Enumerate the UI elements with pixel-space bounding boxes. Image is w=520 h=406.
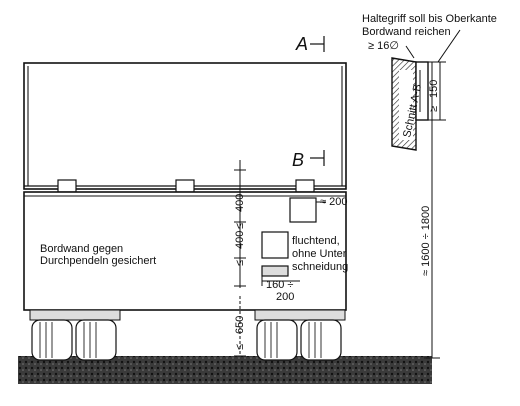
drop-side-wall	[23, 62, 347, 190]
section-line-marks	[310, 36, 325, 166]
flush-note-line1: fluchtend,	[292, 235, 340, 247]
section-detail	[391, 57, 429, 151]
handle-note-line1: Haltegriff soll bis Oberkante	[362, 13, 497, 25]
total-height-dimension	[424, 62, 440, 359]
dim-400-upper: 400	[234, 194, 246, 212]
handle-note-line2: Bordwand reichen	[362, 26, 451, 38]
flush-note-line3: schneidung	[292, 261, 348, 273]
dim-200-side: ≈ 200	[320, 196, 347, 208]
dim-total-height: ≈ 1600 ÷ 1800	[420, 206, 432, 276]
securing-note-line1: Bordwand gegen	[40, 243, 123, 255]
ge-symbol: ≥	[428, 106, 440, 112]
wheels	[29, 309, 346, 361]
securing-note-line2: Durchpendeln gesichert	[40, 255, 156, 267]
ground-strip	[18, 356, 432, 384]
flush-note-line2: ohne Unter	[292, 248, 347, 260]
view-b-label: B	[292, 150, 304, 170]
dim-150-lines	[428, 61, 446, 121]
dim-160-200-line1: 160 ÷	[266, 279, 293, 291]
handle-note-leader	[437, 29, 461, 63]
le-upper: ≤	[234, 223, 246, 229]
dim-650: 650	[234, 316, 246, 334]
dim-150: 150	[428, 80, 440, 98]
le-650: ≤	[234, 344, 246, 350]
step-recesses	[261, 197, 317, 277]
bar-diameter-leader	[405, 45, 415, 59]
step-dimension-chain	[234, 160, 246, 357]
dim-400-lower: 400	[234, 231, 246, 249]
dim-160-200-line2: 200	[276, 291, 294, 303]
le-lower: ≤	[234, 260, 246, 266]
step-depth-dimensions	[261, 201, 326, 286]
bar-diameter-label: ≥ 16∅	[368, 40, 399, 52]
hinges	[57, 179, 315, 193]
view-a-label: A	[295, 34, 308, 54]
